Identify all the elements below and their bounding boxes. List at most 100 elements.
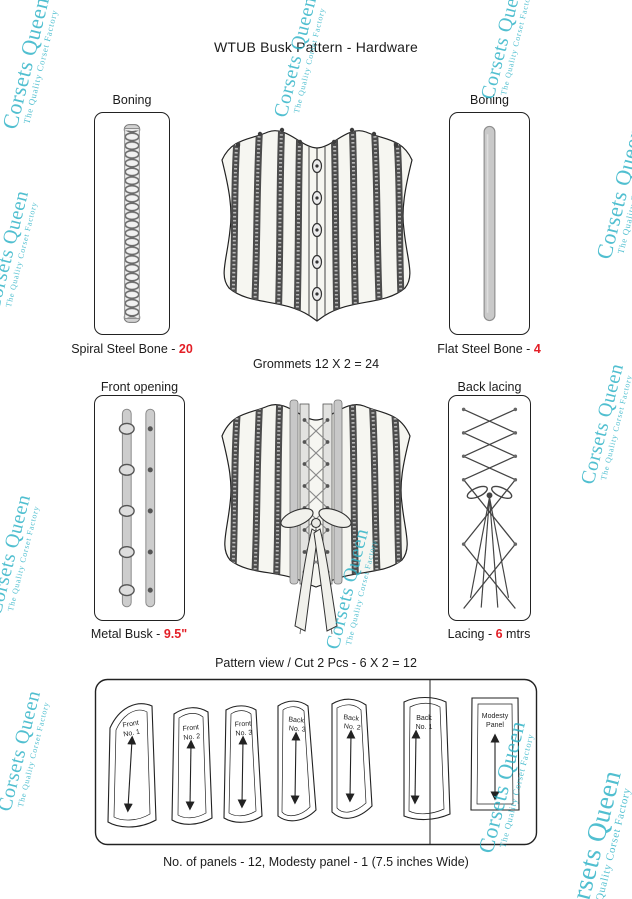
busk-loops — [311, 158, 323, 302]
back-lacing-box — [448, 395, 531, 621]
bow-tail-right — [313, 528, 338, 632]
caption-text: Metal Busk - — [90, 627, 164, 641]
bow-knot — [310, 517, 322, 529]
watermark-tagline: The Quality Corset Factory — [4, 200, 40, 309]
metal-busk-box — [94, 395, 185, 621]
caption-value: 4 — [533, 342, 541, 356]
corset-front-illustration — [221, 127, 413, 322]
pattern-piece-front-3: Front No. 3 — [223, 705, 263, 823]
spiral-bone-box — [94, 112, 170, 335]
flat-bone-box — [449, 112, 530, 335]
piece-label: No. 1 — [416, 724, 433, 731]
pattern-piece-back-2: Back No. 2 — [331, 698, 373, 819]
watermark-name: Corsets Queen — [576, 361, 629, 487]
grain-arrow — [123, 735, 137, 813]
corset-back-body — [221, 403, 411, 588]
watermark-tagline: The Quality Corset Factory — [599, 373, 632, 482]
grain-arrow — [290, 731, 301, 805]
pattern-piece-back-3: Back No. 3 — [277, 700, 317, 822]
caption-value: 9.5" — [163, 627, 188, 641]
corset-back-illustration — [221, 399, 411, 635]
pattern-box-border — [94, 678, 538, 846]
lacing-caption: Lacing - 6 mtrs — [389, 627, 589, 641]
boning-tips — [235, 127, 399, 148]
watermark-tagline: The Quality Corset Factory — [615, 139, 632, 255]
piece-label: No. 2 — [343, 723, 360, 732]
caption-value: 6 — [495, 627, 503, 641]
lacing-cross-lines — [463, 408, 516, 609]
watermark-name: Corsets Queen — [0, 0, 54, 132]
caption-text: Spiral Steel Bone - — [71, 342, 179, 356]
panels-footer: No. of panels - 12, Modesty panel - 1 (7… — [163, 855, 469, 869]
back-lacing-label: Back lacing — [457, 380, 522, 394]
piece-label: Modesty — [482, 713, 509, 720]
piece-label: No. 3 — [235, 729, 252, 737]
pattern-piece-front-1: Front No. 1 — [107, 703, 157, 828]
pattern-title: Pattern view / Cut 2 Pcs - 6 X 2 = 12 — [215, 656, 417, 670]
watermark-name: Corsets Queen — [0, 688, 46, 814]
piece-label: Back — [416, 715, 432, 722]
pattern-pieces-panel: Front No. 1 Front No. 2 Front No. 3 Back… — [94, 678, 538, 846]
piece-label: Panel — [486, 722, 504, 729]
piece-label: Back — [343, 714, 360, 723]
boning-right-label: Boning — [470, 93, 509, 107]
flat-bone-body — [483, 125, 496, 322]
pattern-piece-back-1: Back No. 1 — [403, 696, 451, 821]
bow-loop-left — [280, 508, 314, 528]
flat-bone-illustration — [483, 125, 496, 322]
busk-clasps — [118, 422, 153, 597]
watermark-tagline: The Quality Corset Factory — [16, 700, 52, 809]
grain-arrow — [237, 735, 248, 809]
busk-bar-right — [145, 408, 156, 608]
lacing-illustration — [461, 407, 518, 609]
lacing-bow-small — [466, 485, 513, 608]
pattern-piece-modesty-panel: Modesty Panel — [470, 697, 520, 811]
grain-arrow — [345, 729, 356, 803]
watermark-name: Corsets Queen — [0, 188, 34, 314]
caption-suffix: mtrs — [502, 627, 531, 641]
caption-text: Lacing - — [447, 627, 496, 641]
grommets-note: Grommets 12 X 2 = 24 — [252, 357, 380, 371]
grain-arrow — [185, 739, 196, 811]
lacing-bow — [280, 508, 352, 635]
spiral-bone-caption: Spiral Steel Bone - 20 — [32, 342, 232, 356]
piece-label: No. 1 — [123, 729, 141, 739]
bow-tail-left — [294, 528, 319, 632]
caption-value: 20 — [178, 342, 193, 356]
caption-text: Flat Steel Bone - — [437, 342, 534, 356]
watermark-tagline: The Quality Corset Factory — [292, 6, 328, 115]
lacing-grommets — [461, 407, 518, 546]
metal-busk-illustration — [118, 408, 156, 608]
piece-label: No. 2 — [183, 733, 200, 742]
watermark-tagline: The Quality Corset Factory — [6, 504, 42, 613]
watermark-name: Corsets Queen — [0, 492, 36, 618]
piece-label: Front — [234, 720, 251, 728]
watermark-tagline: The Quality Corset Factory — [588, 786, 632, 899]
watermark-name: Corsets Queen — [557, 767, 627, 899]
bow-loop-right — [318, 508, 352, 528]
grain-arrow — [410, 729, 421, 805]
front-opening-label: Front opening — [100, 380, 179, 394]
piece-label: Back — [288, 716, 305, 724]
watermark-name: Corsets Queen — [590, 124, 632, 262]
page-title: WTUB Busk Pattern - Hardware — [214, 39, 418, 55]
spiral-bone-coils — [124, 130, 140, 318]
boning-left-label: Boning — [112, 93, 152, 107]
pattern-piece-front-2: Front No. 2 — [171, 707, 213, 825]
piece-label: Front — [182, 724, 199, 733]
piece-label: Front — [122, 720, 139, 730]
watermark-name: Corsets Queen — [269, 0, 322, 120]
back-lacing-panels — [289, 399, 343, 585]
metal-busk-caption: Metal Busk - 9.5" — [39, 627, 239, 641]
watermark-tagline: The Quality Corset Factory — [21, 8, 60, 125]
piece-label: No. 3 — [288, 725, 305, 733]
